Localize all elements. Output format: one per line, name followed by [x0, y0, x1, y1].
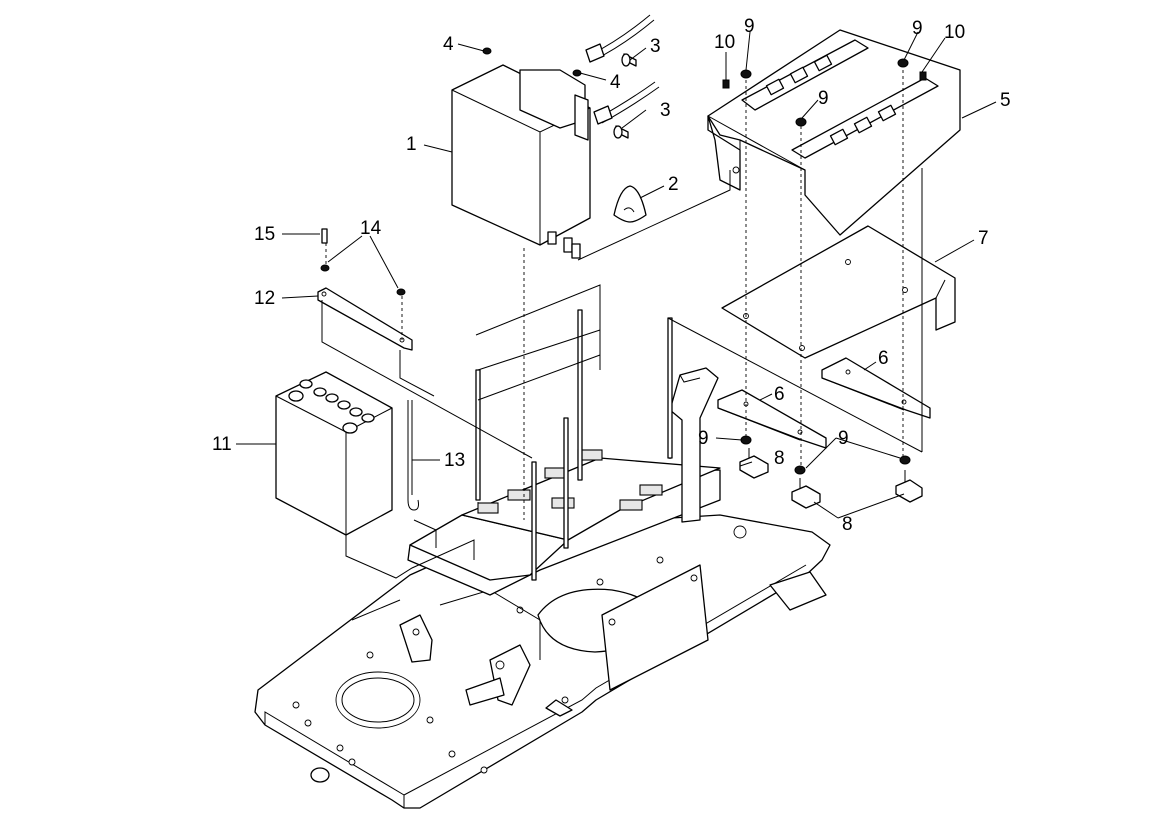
- part-3-cables: [585, 14, 660, 125]
- part-7-plate: [721, 225, 956, 359]
- callout-9-top-left: 9: [744, 16, 755, 37]
- part-5-upper-bracket: [707, 29, 961, 236]
- callout-10-right: 10: [944, 22, 965, 43]
- part-15-bolt: [321, 228, 328, 244]
- callout-10-left: 10: [714, 32, 735, 53]
- callout-14: 14: [360, 218, 382, 239]
- callout-4-mid: 4: [610, 72, 621, 93]
- part-2-cap: [613, 185, 647, 223]
- callout-7: 7: [978, 228, 989, 249]
- callout-6-left: 6: [774, 384, 785, 405]
- callout-9-middle: 9: [818, 88, 829, 109]
- callout-labels: 4 3 4 3 1 2 10 9 9 9 10 5 7 6 6 9 9 8 8 …: [212, 16, 1011, 535]
- callout-8-upper: 8: [774, 448, 785, 469]
- callout-9-lower-right: 9: [838, 428, 849, 449]
- callout-4-top: 4: [443, 34, 454, 55]
- part-11-battery: [275, 371, 393, 536]
- callout-12: 12: [254, 288, 275, 309]
- part-14-nuts: [320, 264, 406, 296]
- callout-5: 5: [1000, 90, 1011, 111]
- part-13-j-bolt: [407, 400, 419, 511]
- callout-8-lower: 8: [842, 514, 853, 535]
- part-1-control-box: [451, 64, 591, 259]
- callout-3-top: 3: [650, 36, 661, 57]
- callout-1: 1: [406, 134, 417, 155]
- chassis-frame: [254, 514, 831, 809]
- part-8-blocks: [739, 448, 923, 509]
- callout-13: 13: [444, 450, 465, 471]
- callout-9-lower-left: 9: [698, 428, 709, 449]
- part-12-holddown-bar: [317, 287, 413, 351]
- callout-9-top-right: 9: [912, 18, 923, 39]
- callout-3-mid: 3: [660, 100, 671, 121]
- leader-lines: [236, 31, 997, 519]
- callout-2: 2: [668, 174, 679, 195]
- callout-6-right: 6: [878, 348, 889, 369]
- part-9-10-nuts: [722, 58, 927, 475]
- part-6-rails: [717, 357, 931, 449]
- callout-11: 11: [212, 434, 232, 455]
- assembly-lines: [321, 70, 923, 581]
- callout-15: 15: [254, 224, 275, 245]
